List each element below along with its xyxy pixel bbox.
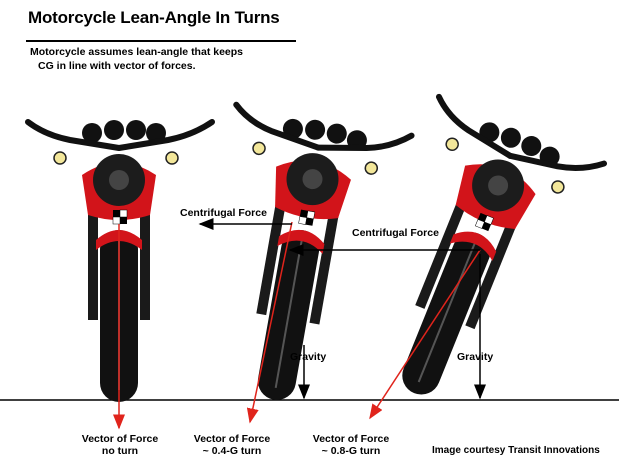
vector-label-no-turn-line1: Vector of Force [81,433,159,445]
force-vector-0-8g [369,249,481,420]
vector-label-0-4g-line2: ~ 0.4-G turn [202,445,262,457]
force-vector-0-4g [246,221,293,424]
centrifugal-force-label-1: Centrifugal Force [180,207,267,219]
subtitle-line-2: CG in line with vector of forces. [38,60,196,72]
motorcycle-upright [25,119,215,430]
vector-label-0-4g-line1: Vector of Force [193,433,271,445]
gravity-label-2: Gravity [457,351,494,363]
vector-label-0-8g: Vector of Force ~ 0.8-G turn [307,433,395,457]
vector-label-0-4g: Vector of Force ~ 0.4-G turn [188,433,276,457]
motorcycle-lean-medium [233,101,415,400]
vector-label-0-8g-line1: Vector of Force [312,433,390,445]
image-credit: Image courtesy Transit Innovations [432,445,600,456]
subtitle-line-1: Motorcycle assumes lean-angle that keeps [30,46,243,58]
vector-label-no-turn-line2: no turn [101,445,139,457]
vector-label-0-8g-line2: ~ 0.8-G turn [321,445,381,457]
diagram-title: Motorcycle Lean-Angle In Turns [28,8,280,27]
motorcycle-lean-steep [402,93,608,395]
gravity-label-1: Gravity [290,351,327,363]
vector-label-no-turn: Vector of Force no turn [78,433,162,457]
centrifugal-force-label-2: Centrifugal Force [352,227,439,239]
title-underline [26,40,296,42]
